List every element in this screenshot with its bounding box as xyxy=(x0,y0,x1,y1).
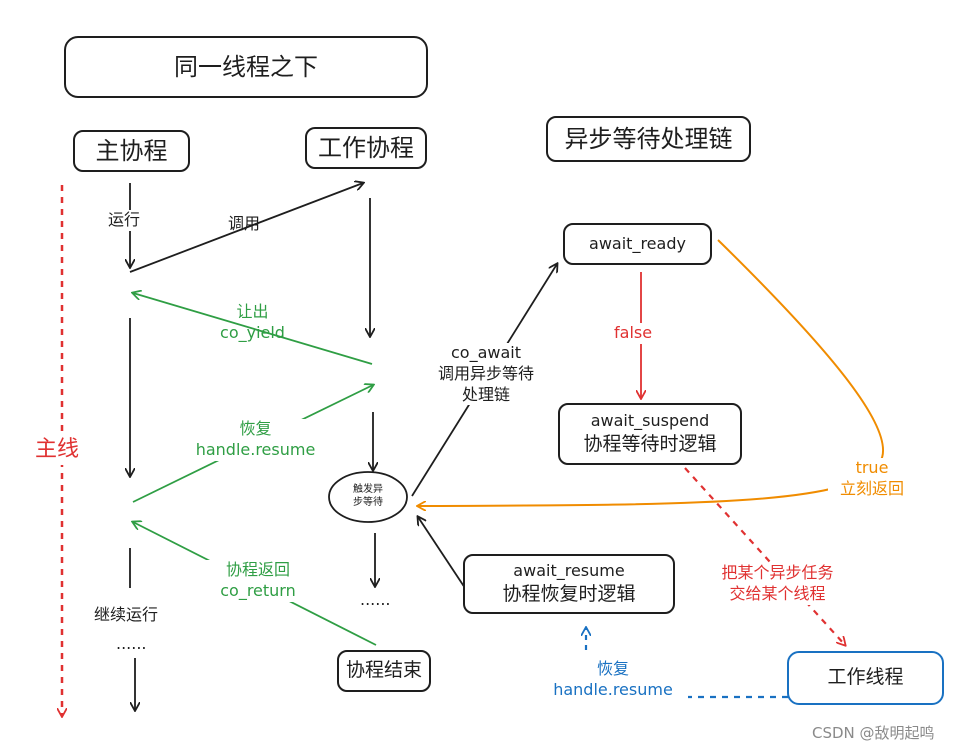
call-label: 调用 xyxy=(228,214,261,233)
main-coroutine-label: 主协程 xyxy=(95,136,168,165)
title-box: 同一线程之下 xyxy=(64,36,428,98)
co-await-label-en: co_await xyxy=(451,343,521,362)
trigger-label-line2: 步等待 xyxy=(353,497,383,508)
await-suspend-desc: 协程等待时逻辑 xyxy=(583,432,717,455)
resume-label: 恢复 handle.resume xyxy=(183,419,328,461)
await-suspend-label: await_suspend xyxy=(590,411,710,431)
resume-label-en: handle.resume xyxy=(195,439,316,459)
trigger-node xyxy=(328,471,408,523)
main-coroutine-box: 主协程 xyxy=(73,130,190,172)
handoff-label: 把某个异步任务 交给某个线程 xyxy=(700,563,855,605)
mainline-label: 主线 xyxy=(35,436,80,465)
worker-coroutine-box: 工作协程 xyxy=(305,127,427,169)
continue-label: 继续运行 xyxy=(94,605,159,624)
worker-dots: ...... xyxy=(360,590,391,609)
await-ready-box: await_ready xyxy=(563,223,712,265)
coroutine-end-label: 协程结束 xyxy=(345,659,422,682)
true-label: true 立刻返回 xyxy=(828,458,916,500)
yield-label-en: co_yield xyxy=(220,322,285,342)
co-await-label: co_await 调用异步等待 处理链 xyxy=(418,343,554,406)
worker-thread-label: 工作线程 xyxy=(827,666,904,689)
worker-coroutine-label: 工作协程 xyxy=(318,133,414,162)
run-label: 运行 xyxy=(108,210,141,231)
true-label-en: true xyxy=(855,458,889,477)
await-ready-label: await_ready xyxy=(589,234,686,254)
chain-title-box: 异步等待处理链 xyxy=(546,116,751,162)
yield-label-cn: 让出 xyxy=(236,302,269,321)
await-resume-box: await_resume 协程恢复时逻辑 xyxy=(463,554,675,614)
main-dots: ...... xyxy=(116,634,147,653)
await-resume-desc: 协程恢复时逻辑 xyxy=(502,582,636,605)
co-await-label-cn2: 处理链 xyxy=(461,384,510,404)
handoff-arrow xyxy=(684,467,845,645)
return-label-en: co_return xyxy=(220,580,296,600)
bottom-resume-label-cn: 恢复 xyxy=(596,659,629,678)
handoff-label-line1: 把某个异步任务 xyxy=(721,563,834,582)
false-label: false xyxy=(614,323,653,344)
coroutine-end-box: 协程结束 xyxy=(337,650,431,692)
chain-title-label: 异步等待处理链 xyxy=(564,124,733,153)
trigger-label: 触发异 步等待 xyxy=(340,483,396,509)
page-title: 同一线程之下 xyxy=(174,52,318,81)
watermark: CSDN @敌明起鸣 xyxy=(812,724,935,742)
await-suspend-box: await_suspend 协程等待时逻辑 xyxy=(558,403,742,465)
bottom-resume-label: 恢复 handle.resume xyxy=(542,659,684,701)
worker-thread-box: 工作线程 xyxy=(787,651,944,705)
yield-label: 让出 co_yield xyxy=(205,302,300,344)
true-label-cn: 立刻返回 xyxy=(839,478,904,498)
return-label-cn: 协程返回 xyxy=(225,560,290,579)
await-resume-arrow xyxy=(418,517,466,589)
call-arrow xyxy=(129,183,363,273)
return-label: 协程返回 co_return xyxy=(203,560,313,602)
await-resume-label: await_resume xyxy=(513,561,625,581)
resume-label-cn: 恢复 xyxy=(239,419,272,438)
yield-arrow xyxy=(133,293,373,365)
bottom-resume-label-en: handle.resume xyxy=(553,679,673,699)
trigger-label-line1: 触发异 xyxy=(353,484,383,495)
co-await-label-cn1: 调用异步等待 xyxy=(437,363,534,383)
handoff-label-line2: 交给某个线程 xyxy=(729,583,826,603)
